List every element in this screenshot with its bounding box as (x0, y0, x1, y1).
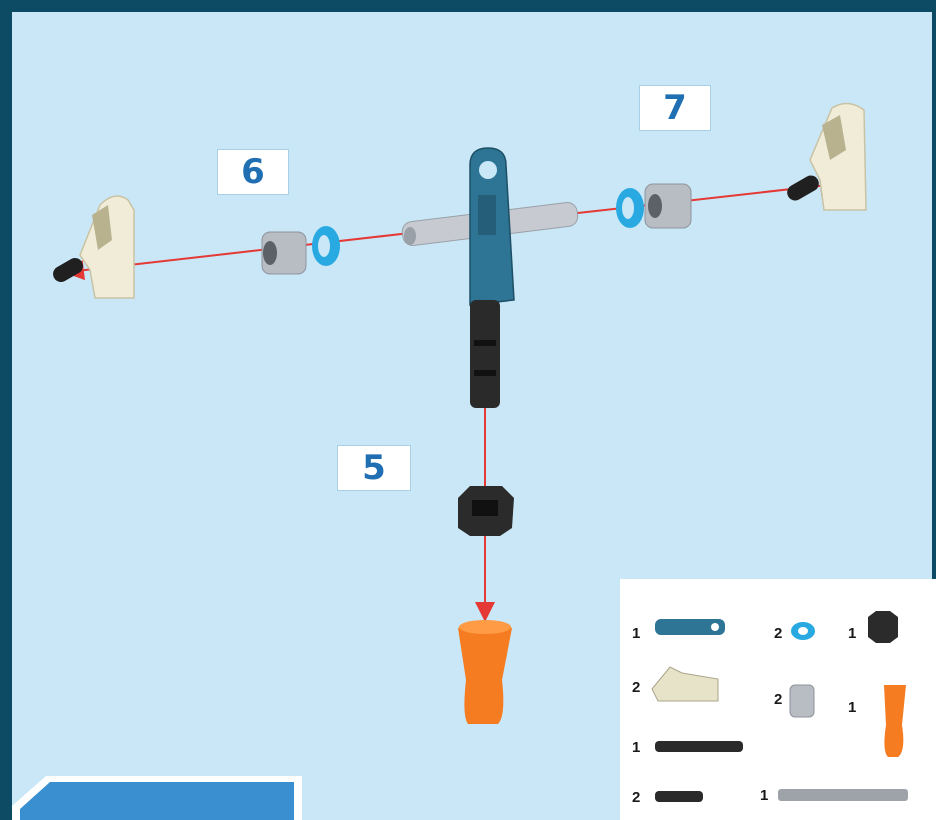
black-pin (470, 300, 500, 408)
long-black-pin-icon (655, 741, 743, 752)
blue-ring-icon (791, 622, 815, 640)
orange-cone-icon (884, 685, 906, 757)
page-corner-tab (12, 776, 302, 820)
step-number-5: 5 (338, 446, 410, 490)
qty-black-nut: 1 (848, 625, 856, 642)
parts-list: 1 2 1 2 2 1 1 2 1 (620, 579, 936, 820)
blue-lever (470, 148, 514, 305)
blue-ring-left (312, 226, 340, 266)
step-number-6: 6 (218, 150, 288, 194)
blue-lever-icon (655, 619, 725, 635)
qty-cream-connector: 2 (632, 679, 640, 696)
qty-gray-bushing: 2 (774, 691, 782, 708)
cream-connector-left (50, 196, 134, 298)
black-nut (458, 486, 514, 536)
step-number-7: 7 (640, 86, 710, 130)
short-black-pin-icon (655, 791, 703, 802)
gray-bushing-icon (790, 685, 814, 717)
cream-connector-icon (652, 667, 718, 701)
cream-connector-right (784, 103, 866, 210)
gray-bushing-right (645, 184, 691, 228)
qty-blue-lever: 1 (632, 625, 640, 642)
qty-orange-cone: 1 (848, 699, 856, 716)
black-nut-icon (868, 611, 898, 643)
long-gray-axle-icon (778, 789, 908, 801)
orange-cone (458, 620, 512, 724)
qty-blue-ring: 2 (774, 625, 782, 642)
blue-ring-right (616, 188, 644, 228)
qty-long-black-pin: 1 (632, 739, 640, 756)
qty-long-gray-axle: 1 (760, 787, 768, 804)
gray-bushing-left (262, 232, 306, 274)
qty-short-black-pin: 2 (632, 789, 640, 806)
